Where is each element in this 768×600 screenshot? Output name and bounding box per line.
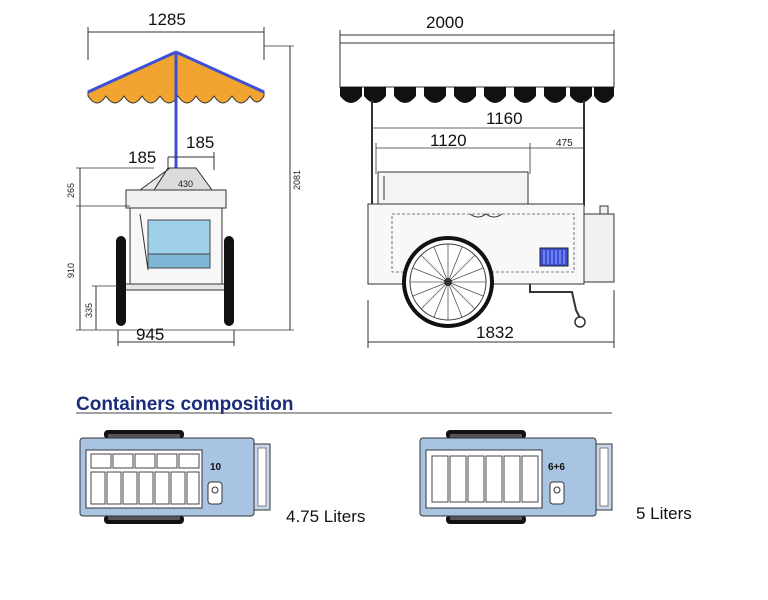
wheel-left — [116, 236, 126, 326]
display-case — [377, 171, 529, 205]
umbrella-rib-right — [175, 50, 265, 94]
clearance-label: 335 — [84, 303, 94, 318]
wheel-right — [224, 236, 234, 326]
wheel-base-label: 1832 — [476, 323, 514, 342]
front-view: 2000 1160 1120 475 — [339, 13, 615, 348]
total-height-label: 2081 — [292, 170, 302, 190]
hood-height-label: 430 — [178, 179, 193, 189]
small-width-label: 475 — [556, 138, 573, 149]
capacity-label-2: 5 Liters — [636, 504, 692, 523]
container — [147, 219, 211, 255]
side-view: 1285 185 185 430 265 910 — [66, 10, 302, 346]
gap-b-label: 185 — [186, 133, 214, 152]
tray-label-2: 6+6 — [548, 462, 565, 473]
config-2: 6+6 5 Liters — [419, 430, 692, 524]
canopy — [339, 42, 615, 88]
umbrella-width-label: 1285 — [148, 10, 186, 29]
gap-a-label: 185 — [128, 148, 156, 167]
top-height-label: 265 — [66, 183, 76, 198]
handle — [529, 284, 581, 319]
cart-top — [125, 189, 227, 209]
canopy-scallops — [340, 87, 614, 103]
body-height-label: 910 — [66, 263, 76, 278]
tray-label-1: 10 — [210, 462, 222, 473]
side-unit — [583, 213, 615, 283]
config-1: 10 4.75 Liters — [79, 430, 365, 526]
counter-width-label: 1160 — [486, 109, 523, 128]
capacity-label-1: 4.75 Liters — [286, 507, 365, 526]
caster-wheel — [574, 316, 586, 328]
section-title: Containers composition — [76, 394, 293, 415]
inner-width-label: 1120 — [430, 131, 467, 150]
vent-grille — [539, 247, 569, 267]
base-width-label: 945 — [136, 325, 164, 344]
umbrella-rib-left — [87, 50, 177, 94]
canopy-width-label: 2000 — [426, 13, 464, 32]
